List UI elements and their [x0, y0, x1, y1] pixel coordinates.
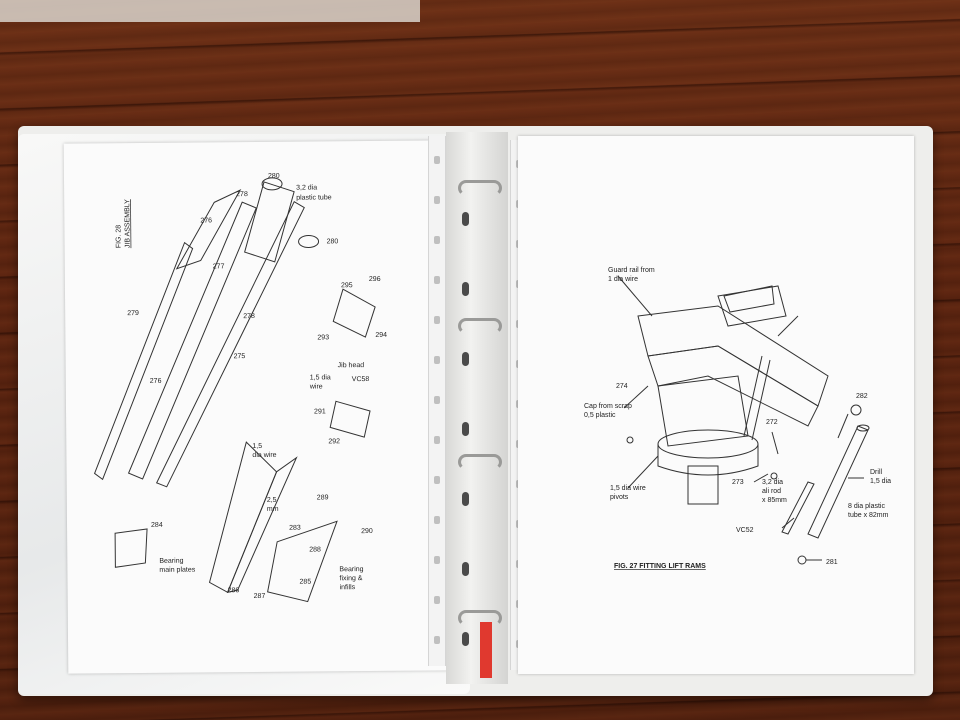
callout-label: VC52 — [736, 527, 754, 534]
callout-label: 8 dia plastic — [848, 503, 885, 510]
callout-label: x 85mm — [762, 497, 787, 504]
part-label: 279 — [127, 310, 139, 317]
part-label: 275 — [234, 353, 246, 360]
part-label: 276 — [200, 217, 212, 224]
binder-spine — [446, 132, 508, 684]
callout-label: tube x 82mm — [848, 512, 889, 519]
background-object — [0, 0, 420, 22]
part-label: 291 — [314, 408, 326, 415]
red-tag — [480, 622, 492, 678]
part-label: 3,2 dia — [296, 184, 317, 191]
lift-rams-drawing: Guard rail from 1 dia wire 274 Cap from … — [584, 267, 891, 570]
part-label: 296 — [369, 276, 381, 283]
part-label: dia wire — [252, 452, 276, 459]
callout-label: 1,5 dia — [870, 478, 891, 485]
part-label: 290 — [361, 528, 373, 535]
binder-ring — [458, 610, 502, 626]
part-label: 280 — [327, 238, 339, 245]
callout-label: Drill — [870, 469, 882, 476]
jib-assembly-drawing: FIG. 28 JIB ASSEMBLY 280 276 278 3,2 dia… — [93, 173, 387, 603]
callout-label: pivots — [610, 494, 629, 501]
left-page: FIG. 28 JIB ASSEMBLY 280 276 278 3,2 dia… — [63, 140, 451, 674]
callout-label: 281 — [826, 559, 838, 566]
left-punched-strip — [428, 136, 446, 666]
part-label: 292 — [328, 438, 340, 445]
part-label: 287 — [254, 593, 266, 600]
part-label: wire — [309, 383, 323, 390]
part-label: plastic tube — [296, 194, 332, 201]
callout-label: 272 — [766, 419, 778, 426]
callout-label: 274 — [616, 383, 628, 390]
part-label: Bearing — [339, 566, 363, 573]
part-label: 289 — [317, 494, 329, 501]
callout-label: 282 — [856, 393, 868, 400]
part-label: 283 — [289, 525, 301, 532]
part-label: main plates — [159, 567, 195, 574]
part-label: 280 — [268, 173, 280, 180]
part-label: 293 — [317, 334, 329, 341]
part-label: VC58 — [352, 376, 370, 383]
part-label: 278 — [243, 313, 255, 320]
part-label: mm — [267, 506, 279, 513]
callout-label: 0,5 plastic — [584, 412, 616, 419]
callout-label: 273 — [732, 479, 744, 486]
callout-label: 1 dia wire — [608, 276, 638, 283]
part-label: fixing & — [339, 575, 362, 582]
callout-label: 1,5 dia wire — [610, 485, 646, 492]
binder-ring — [458, 454, 502, 470]
fig-27-title: FIG. 27 FITTING LIFT RAMS — [614, 563, 706, 570]
right-page: Guard rail from 1 dia wire 274 Cap from … — [518, 136, 914, 674]
part-label: 1,5 — [252, 443, 262, 450]
fig-28-title: FIG. 28 — [115, 225, 122, 249]
part-label: 286 — [228, 587, 240, 594]
callout-label: Cap from scrap — [584, 403, 632, 410]
part-label: 295 — [341, 282, 353, 289]
part-label: Bearing — [159, 558, 183, 565]
part-label: 284 — [151, 522, 163, 529]
callout-label: Guard rail from — [608, 267, 655, 274]
part-label: 277 — [213, 263, 225, 270]
part-label: 1,5 dia — [310, 374, 331, 381]
part-label: 294 — [375, 332, 387, 339]
part-label: 278 — [236, 191, 248, 198]
part-label: 288 — [309, 546, 321, 553]
part-label: 2,5 — [267, 497, 277, 504]
part-label: infills — [340, 584, 356, 591]
binder-ring — [458, 318, 502, 334]
ring-binder: FIG. 28 JIB ASSEMBLY 280 276 278 3,2 dia… — [18, 126, 933, 696]
callout-label: 3,2 dia — [762, 479, 783, 486]
part-label: 276 — [150, 378, 162, 385]
binder-ring — [458, 180, 502, 196]
jib-assembly-subtitle: JIB ASSEMBLY — [124, 199, 131, 248]
part-label: Jib head — [338, 362, 365, 369]
part-label: 285 — [299, 579, 311, 586]
callout-label: ali rod — [762, 488, 781, 495]
